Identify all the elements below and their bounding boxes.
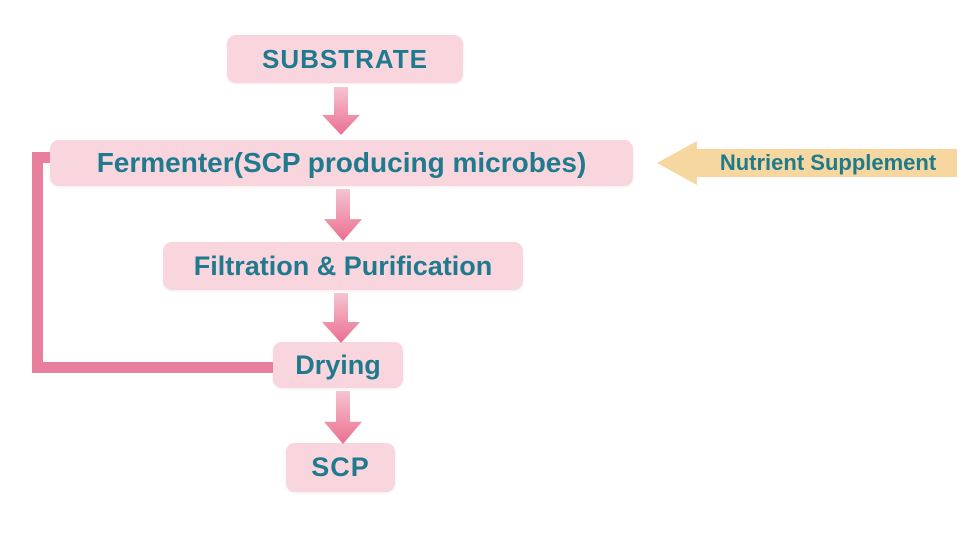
node-scp-label: SCP	[311, 452, 370, 482]
node-fermenter: Fermenter(SCP producing microbes)	[50, 140, 633, 186]
arrow-fermenter-to-filtration-icon	[324, 189, 362, 241]
recycle-line-top-segment	[32, 152, 62, 163]
arrow-substrate-to-fermenter-icon	[322, 87, 360, 135]
node-drying: Drying	[273, 342, 403, 388]
node-fermenter-label: Fermenter(SCP producing microbes)	[96, 147, 587, 178]
arrow-filtration-to-drying-icon	[322, 293, 360, 343]
node-filtration-purification-label: Filtration & Purification	[193, 250, 493, 281]
nutrient-supplement-label: Nutrient Supplement	[719, 150, 937, 175]
node-scp: SCP	[286, 443, 395, 492]
recycle-line-bottom-segment	[32, 362, 277, 373]
node-substrate-label: SUBSTRATE	[262, 43, 428, 74]
node-substrate: SUBSTRATE	[227, 35, 463, 83]
nutrient-supplement-arrow: Nutrient Supplement	[657, 141, 957, 185]
arrow-drying-to-scp-icon	[324, 391, 362, 444]
node-drying-label: Drying	[295, 349, 381, 380]
recycle-line-vertical	[32, 152, 43, 373]
node-filtration-purification: Filtration & Purification	[163, 242, 523, 290]
